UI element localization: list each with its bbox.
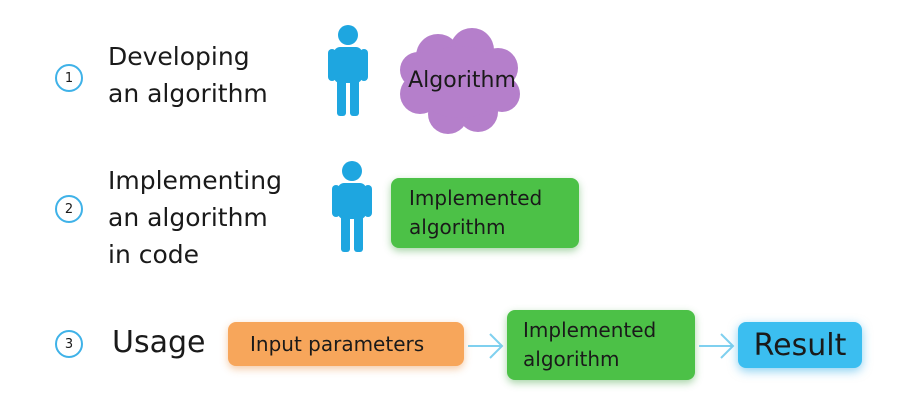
step-1-number: 1 bbox=[55, 64, 83, 92]
person-icon bbox=[328, 25, 368, 116]
arrow-right-icon bbox=[699, 333, 735, 359]
step-3-label: Usage bbox=[112, 325, 206, 360]
step-2-number: 2 bbox=[55, 195, 83, 223]
result-box: Result bbox=[738, 322, 862, 368]
step-3-number: 3 bbox=[55, 330, 83, 358]
arrow-right-icon bbox=[468, 333, 504, 359]
implemented-algorithm-box: Implemented algorithm bbox=[391, 178, 579, 248]
algorithm-cloud-label: Algorithm bbox=[408, 68, 516, 93]
implemented-algorithm-box-usage: Implemented algorithm bbox=[507, 310, 695, 380]
input-parameters-box: Input parameters bbox=[228, 322, 464, 366]
person-icon bbox=[332, 161, 372, 252]
step-1-label: Developing an algorithm bbox=[108, 42, 268, 108]
algorithm-cloud: Algorithm bbox=[398, 28, 526, 136]
step-2-label: Implementing an algorithm in code bbox=[108, 166, 282, 269]
